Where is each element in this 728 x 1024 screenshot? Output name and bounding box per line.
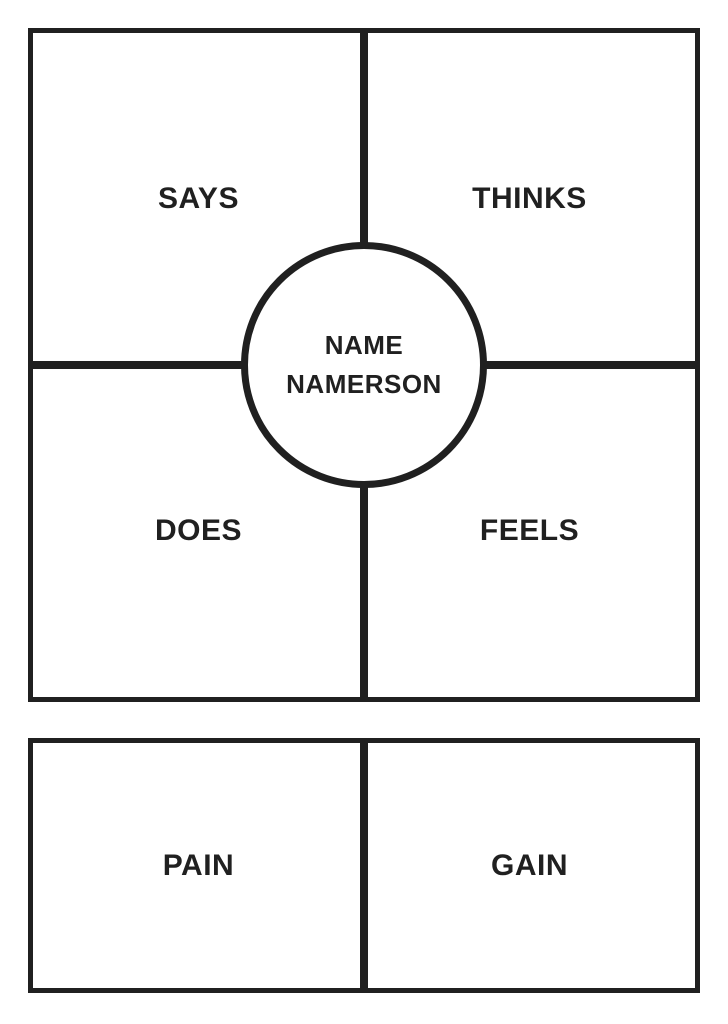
quadrant-does-label: DOES [154,514,243,547]
quadrant-says: SAYS [33,33,364,365]
persona-circle: NAME NAMERSON [241,242,487,488]
section-gain-label: GAIN [491,848,568,882]
section-gain: GAIN [364,743,695,988]
section-pain-label: PAIN [162,848,235,882]
quadrant-does: DOES [33,365,364,697]
pain-gain-grid: PAIN GAIN [33,743,695,988]
quadrant-grid: SAYS THINKS DOES FEELS [33,33,695,697]
empathy-map-box: SAYS THINKS DOES FEELS NAME NAMERSON [28,28,700,702]
persona-last-name: NAMERSON [286,369,442,399]
bottom-vertical-divider [360,743,368,988]
pain-gain-box: PAIN GAIN [28,738,700,993]
quadrant-thinks: THINKS [364,33,695,365]
quadrant-says-label: SAYS [158,182,239,215]
persona-first-name: NAME [324,330,404,360]
quadrant-thinks-label: THINKS [472,182,587,215]
quadrant-feels: FEELS [364,365,695,697]
quadrant-feels-label: FEELS [479,514,580,547]
section-pain: PAIN [33,743,364,988]
